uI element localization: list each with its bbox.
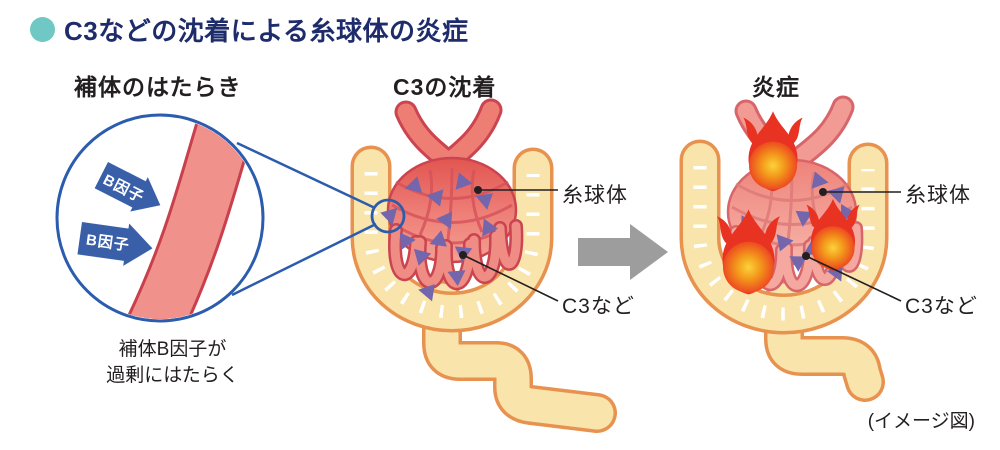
caption-line-2: 過剰にはたらく: [106, 365, 239, 386]
panel-heading-complement: 補体のはたらき: [74, 74, 242, 100]
magnifier-view: [55, 113, 265, 323]
glomerular-tuft-right: [717, 95, 864, 295]
blood-vessel: [125, 117, 261, 319]
capsule-dashes-right: [693, 166, 875, 321]
zoom-lines: [231, 141, 377, 297]
magnifier-circle: [55, 113, 265, 323]
label-glomerulus-inflammation: 糸球体: [905, 184, 971, 207]
highlight-circle: [370, 198, 406, 234]
leader-dots: [459, 186, 827, 260]
bowman-capsule: [350, 145, 554, 333]
leader-lines: [462, 189, 902, 302]
label-c3-inflammation: C3など: [905, 295, 978, 318]
caption-line-1: 補体B因子が: [118, 339, 227, 360]
glomerulus-inflammation: [679, 95, 889, 402]
label-glomerulus-deposition: 糸球体: [562, 184, 628, 207]
panel-heading-inflammation: 炎症: [752, 74, 800, 100]
teal-bullet-icon: [30, 17, 55, 42]
complement-caption: 補体B因子が 過剰にはたらく: [75, 337, 270, 389]
figure-title: C3などの沈着による糸球体の炎症: [64, 16, 469, 46]
panel-heading-deposition: C3の沈着: [393, 74, 497, 100]
renal-tubule-right: [764, 280, 885, 402]
renal-tubule: [422, 280, 617, 433]
label-c3-deposition: C3など: [562, 295, 635, 318]
glomerular-tuft: [370, 98, 524, 302]
bowman-capsule-right: [679, 139, 889, 335]
image-note: (イメージ図): [867, 411, 975, 432]
transition-arrow: [578, 224, 668, 280]
glomerulus-deposition: [231, 98, 617, 433]
figure-title-row: C3などの沈着による糸球体の炎症: [30, 11, 468, 48]
